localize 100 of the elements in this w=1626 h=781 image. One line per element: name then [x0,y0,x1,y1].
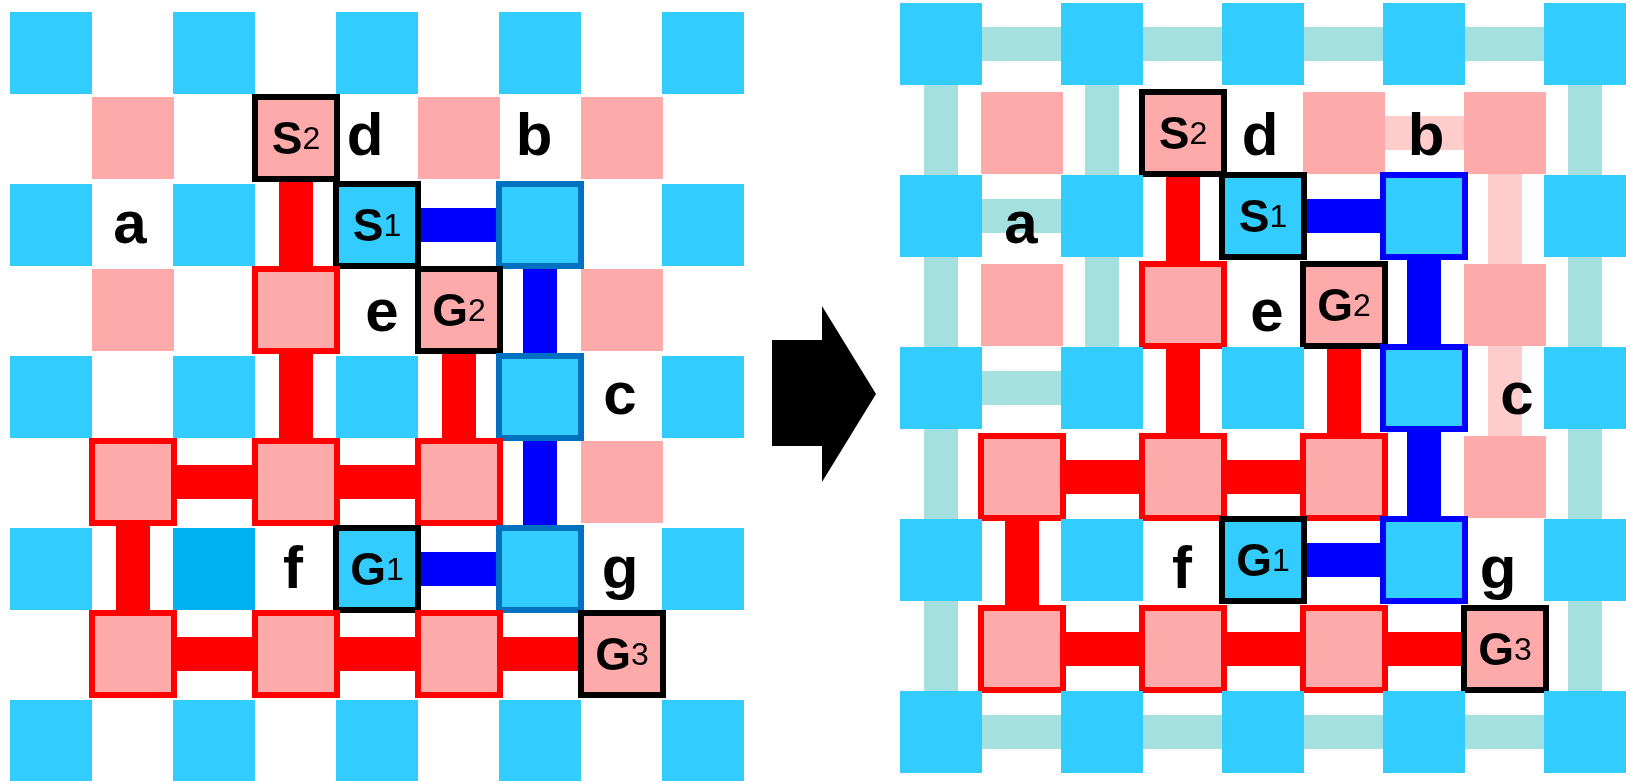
grid-square [89,610,177,698]
connector-line [1227,460,1300,494]
grid-square [496,353,584,441]
grid-square [418,97,500,179]
grid-square [1380,344,1468,432]
grid-square [496,525,584,613]
connector-line [1085,257,1119,347]
connector-line [1568,601,1602,691]
grid-square [900,175,982,257]
grid-square [499,12,581,94]
cell-letter: f [283,538,303,598]
connector-line [1388,632,1461,666]
grid-square [1380,172,1468,260]
cell-letter: a [1004,193,1038,253]
grid-square [978,433,1066,521]
connector-line [116,526,150,610]
grid-square [415,610,503,698]
grid-square [662,356,744,438]
grid-square [978,605,1066,693]
grid-square [1061,519,1143,601]
connector-line [1307,543,1380,577]
grid-square [662,700,744,781]
grid-square [10,184,92,266]
connector-line [177,637,252,671]
connector-line [1568,257,1602,347]
cell-letter: b [515,105,553,165]
connector-line [1166,177,1200,261]
block-arrow [772,306,876,482]
cell-letter: f [1172,538,1192,598]
connector-line [1568,429,1602,519]
grid-square [1544,3,1626,85]
grid-square [336,12,418,94]
connector-line [1085,85,1119,175]
grid-square [1380,516,1468,604]
connector-line [1066,632,1139,666]
grid-square [173,12,255,94]
cell-letter: g [1479,538,1517,598]
connector-line [523,269,557,353]
connector-line [421,552,496,586]
grid-square [252,266,340,354]
grid-square [10,356,92,438]
connector-line [1227,632,1300,666]
grid-square [1303,92,1385,174]
grid-square [1544,519,1626,601]
connector-line [1166,349,1200,433]
grid-square [496,181,584,269]
grid-square [173,528,255,610]
grid-square [581,269,663,351]
connector-line [1465,715,1544,749]
grid-square [1061,347,1143,429]
grid-square [1544,347,1626,429]
cell-letter: d [346,105,384,165]
grid-square [1061,691,1143,773]
connector-line [1143,715,1222,749]
grid-square [336,356,418,438]
connector-line [924,85,958,175]
grid-square [1544,691,1626,773]
connector-line [340,637,415,671]
cell-letter: g [601,538,639,598]
cell-letter: a [113,193,147,253]
grid-square [252,438,340,526]
connector-line [982,371,1061,405]
grid-square [1300,433,1388,521]
connector-line [421,208,496,242]
connector-line [1304,27,1383,61]
cell-letter: d [1241,105,1279,165]
grid-square [1222,3,1304,85]
connector-line [1143,27,1222,61]
grid-square [10,700,92,781]
grid-square [1464,436,1546,518]
connector-line [523,441,557,525]
connector-line [1488,346,1522,436]
grid-square [499,700,581,781]
connector-line [1005,521,1039,605]
grid-square [173,184,255,266]
grid-square [1383,691,1465,773]
grid-square [1061,175,1143,257]
grid-square [336,700,418,781]
connector-line [1327,349,1361,433]
grid-square [10,528,92,610]
grid-square [662,184,744,266]
grid-square [1061,3,1143,85]
connector-line [1385,116,1464,150]
connector-line [982,715,1061,749]
grid-square [415,438,503,526]
grid-square [1383,3,1465,85]
connector-line [1568,85,1602,175]
grid-square [1464,92,1546,174]
connector-line [503,637,578,671]
grid-square [900,347,982,429]
cell-letter: b [1407,105,1445,165]
grid-square [900,519,982,601]
grid-square [10,12,92,94]
grid-square [981,92,1063,174]
connector-line [1066,460,1139,494]
connector-line [924,601,958,691]
grid-square [1139,605,1227,693]
connector-line [982,199,1061,233]
grid-square [1300,605,1388,693]
connector-line [279,354,313,438]
